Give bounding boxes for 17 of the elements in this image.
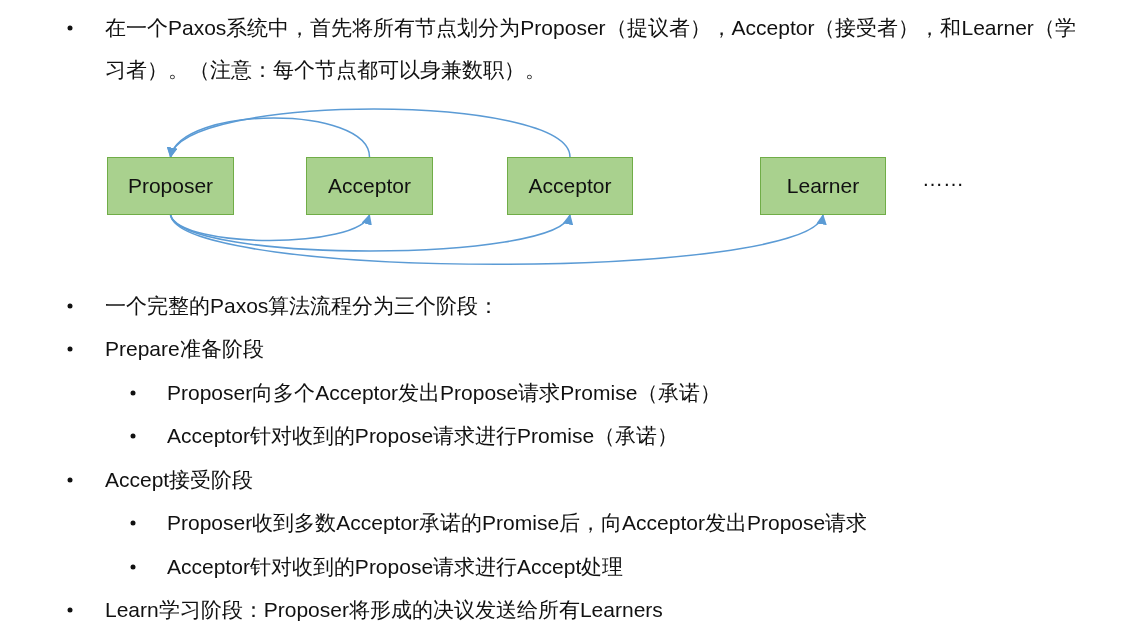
arrow [169, 214, 824, 266]
process-box: Learner [760, 157, 886, 215]
bullet-text: Proposer收到多数Acceptor承诺的Promise后，向Acceptor发出Propose请求 [167, 510, 868, 536]
ellipsis-text: …… [922, 166, 964, 192]
bullet-text: Prepare准备阶段 [105, 336, 264, 362]
process-box: Acceptor [507, 157, 633, 215]
bullet-text: Acceptor针对收到的Propose请求进行Accept处理 [167, 554, 624, 580]
bullet-text: Accept接受阶段 [105, 467, 254, 493]
process-box: Proposer [107, 157, 234, 215]
bullet-text: 在一个Paxos系统中，首先将所有节点划分为Proposer（提议者），Acceptor（接受者），和Learner（学习者）。（注意：每个节点都可以身兼数职）。 [105, 15, 1077, 83]
process-box: Acceptor [306, 157, 433, 215]
bullet-text: 一个完整的Paxos算法流程分为三个阶段： [105, 293, 500, 319]
bullet-text: Learn学习阶段：Proposer将形成的决议发送给所有Learners [105, 597, 663, 623]
arrow [169, 214, 571, 252]
bullet-text: Proposer向多个Acceptor发出Propose请求Promise（承诺） [167, 380, 722, 406]
arrow [169, 108, 571, 158]
bullet-text: Acceptor针对收到的Propose请求进行Promise（承诺） [167, 423, 679, 449]
